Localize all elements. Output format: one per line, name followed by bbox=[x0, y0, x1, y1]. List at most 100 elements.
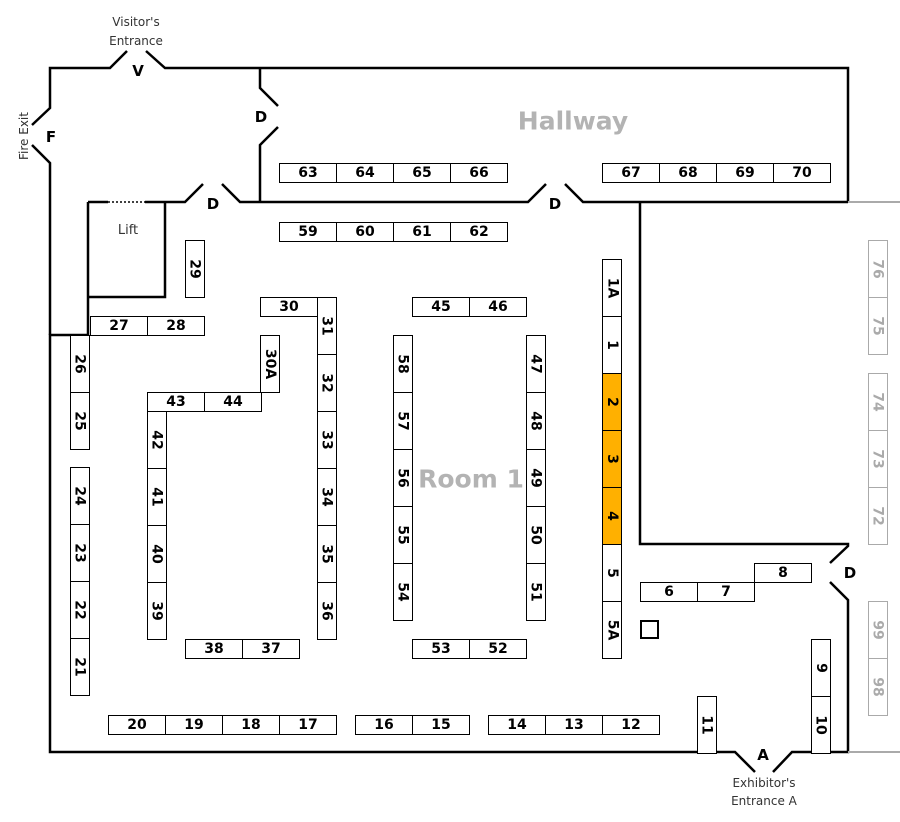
booth-69[interactable]: 69 bbox=[716, 163, 774, 183]
booth-98[interactable]: 98 bbox=[868, 658, 888, 716]
booth-39[interactable]: 39 bbox=[147, 582, 167, 640]
booth-2[interactable]: 2 bbox=[602, 373, 622, 431]
booth-20[interactable]: 20 bbox=[108, 715, 166, 735]
booth-15[interactable]: 15 bbox=[412, 715, 470, 735]
booth-42[interactable]: 42 bbox=[147, 411, 167, 469]
booth-99[interactable]: 99 bbox=[868, 601, 888, 659]
booth-58[interactable]: 58 bbox=[393, 335, 413, 393]
booth-5[interactable]: 5 bbox=[602, 544, 622, 602]
booth-41[interactable]: 41 bbox=[147, 468, 167, 526]
booth-53[interactable]: 53 bbox=[412, 639, 470, 659]
booth-40[interactable]: 40 bbox=[147, 525, 167, 583]
booth-12[interactable]: 12 bbox=[602, 715, 660, 735]
booth-67[interactable]: 67 bbox=[602, 163, 660, 183]
booth-1a[interactable]: 1A bbox=[602, 259, 622, 317]
booth-28[interactable]: 28 bbox=[147, 316, 205, 336]
door-d-lift[interactable]: D bbox=[206, 195, 220, 213]
door-f[interactable]: F bbox=[45, 128, 57, 146]
booth-60[interactable]: 60 bbox=[336, 222, 394, 242]
booth-9[interactable]: 9 bbox=[811, 639, 831, 697]
booth-label: 61 bbox=[412, 224, 432, 240]
booth-label: 53 bbox=[431, 641, 451, 657]
booth-6[interactable]: 6 bbox=[640, 582, 698, 602]
booth-51[interactable]: 51 bbox=[526, 563, 546, 621]
booth-label: 37 bbox=[261, 641, 281, 657]
booth-63[interactable]: 63 bbox=[279, 163, 337, 183]
door-d-room[interactable]: D bbox=[548, 195, 562, 213]
door-d-hallway[interactable]: D bbox=[254, 108, 268, 126]
booth-1[interactable]: 1 bbox=[602, 316, 622, 374]
booth-label: 69 bbox=[735, 165, 755, 181]
booth-56[interactable]: 56 bbox=[393, 449, 413, 507]
lift-label: Lift bbox=[117, 223, 139, 238]
door-d-east[interactable]: D bbox=[843, 564, 857, 582]
booth-47[interactable]: 47 bbox=[526, 335, 546, 393]
booth-48[interactable]: 48 bbox=[526, 392, 546, 450]
booth-14[interactable]: 14 bbox=[488, 715, 546, 735]
booth-76[interactable]: 76 bbox=[868, 240, 888, 298]
booth-26[interactable]: 26 bbox=[70, 335, 90, 393]
booth-label: 14 bbox=[507, 717, 527, 733]
booth-61[interactable]: 61 bbox=[393, 222, 451, 242]
booth-59[interactable]: 59 bbox=[279, 222, 337, 242]
booth-label: 5 bbox=[604, 568, 620, 578]
booth-10[interactable]: 10 bbox=[811, 696, 831, 754]
door-v[interactable]: V bbox=[132, 62, 144, 80]
booth-37[interactable]: 37 bbox=[242, 639, 300, 659]
booth-label: 44 bbox=[223, 394, 243, 410]
booth-36[interactable]: 36 bbox=[317, 582, 337, 640]
booth-16[interactable]: 16 bbox=[355, 715, 413, 735]
booth-70[interactable]: 70 bbox=[773, 163, 831, 183]
booth-68[interactable]: 68 bbox=[659, 163, 717, 183]
booth-31[interactable]: 31 bbox=[317, 297, 337, 355]
booth-3[interactable]: 3 bbox=[602, 430, 622, 488]
booth-label: 68 bbox=[678, 165, 698, 181]
booth-72[interactable]: 72 bbox=[868, 487, 888, 545]
booth-4[interactable]: 4 bbox=[602, 487, 622, 545]
booth-62[interactable]: 62 bbox=[450, 222, 508, 242]
booth-32[interactable]: 32 bbox=[317, 354, 337, 412]
booth-18[interactable]: 18 bbox=[222, 715, 280, 735]
door-a[interactable]: A bbox=[757, 746, 769, 764]
booth-66[interactable]: 66 bbox=[450, 163, 508, 183]
booth-46[interactable]: 46 bbox=[469, 297, 527, 317]
booth-30[interactable]: 30 bbox=[260, 297, 318, 317]
booth-57[interactable]: 57 bbox=[393, 392, 413, 450]
booth-23[interactable]: 23 bbox=[70, 524, 90, 582]
booth-74[interactable]: 74 bbox=[868, 373, 888, 431]
booth-label: 29 bbox=[187, 259, 204, 279]
booth-13[interactable]: 13 bbox=[545, 715, 603, 735]
booth-43[interactable]: 43 bbox=[147, 392, 205, 412]
booth-73[interactable]: 73 bbox=[868, 430, 888, 488]
booth-49[interactable]: 49 bbox=[526, 449, 546, 507]
booth-22[interactable]: 22 bbox=[70, 581, 90, 639]
booth-55[interactable]: 55 bbox=[393, 506, 413, 564]
booth-24[interactable]: 24 bbox=[70, 467, 90, 525]
booth-27[interactable]: 27 bbox=[90, 316, 148, 336]
booth-64[interactable]: 64 bbox=[336, 163, 394, 183]
booth-29[interactable]: 29 bbox=[185, 240, 205, 298]
booth-11[interactable]: 11 bbox=[697, 696, 717, 754]
booth-30a[interactable]: 30A bbox=[260, 335, 280, 393]
booth-17[interactable]: 17 bbox=[279, 715, 337, 735]
booth-52[interactable]: 52 bbox=[469, 639, 527, 659]
booth-35[interactable]: 35 bbox=[317, 525, 337, 583]
booth-44[interactable]: 44 bbox=[204, 392, 262, 412]
booth-38[interactable]: 38 bbox=[185, 639, 243, 659]
booth-54[interactable]: 54 bbox=[393, 563, 413, 621]
booth-65[interactable]: 65 bbox=[393, 163, 451, 183]
booth-19[interactable]: 19 bbox=[165, 715, 223, 735]
booth-50[interactable]: 50 bbox=[526, 506, 546, 564]
booth-7[interactable]: 7 bbox=[697, 582, 755, 602]
booth-33[interactable]: 33 bbox=[317, 411, 337, 469]
booth-8[interactable]: 8 bbox=[754, 563, 812, 583]
booth-25[interactable]: 25 bbox=[70, 392, 90, 450]
booth-21[interactable]: 21 bbox=[70, 638, 90, 696]
booth-5a[interactable]: 5A bbox=[602, 601, 622, 659]
booth-label: 70 bbox=[792, 165, 812, 181]
booth-34[interactable]: 34 bbox=[317, 468, 337, 526]
booth-label: 23 bbox=[72, 543, 89, 563]
booth-75[interactable]: 75 bbox=[868, 297, 888, 355]
booth-45[interactable]: 45 bbox=[412, 297, 470, 317]
